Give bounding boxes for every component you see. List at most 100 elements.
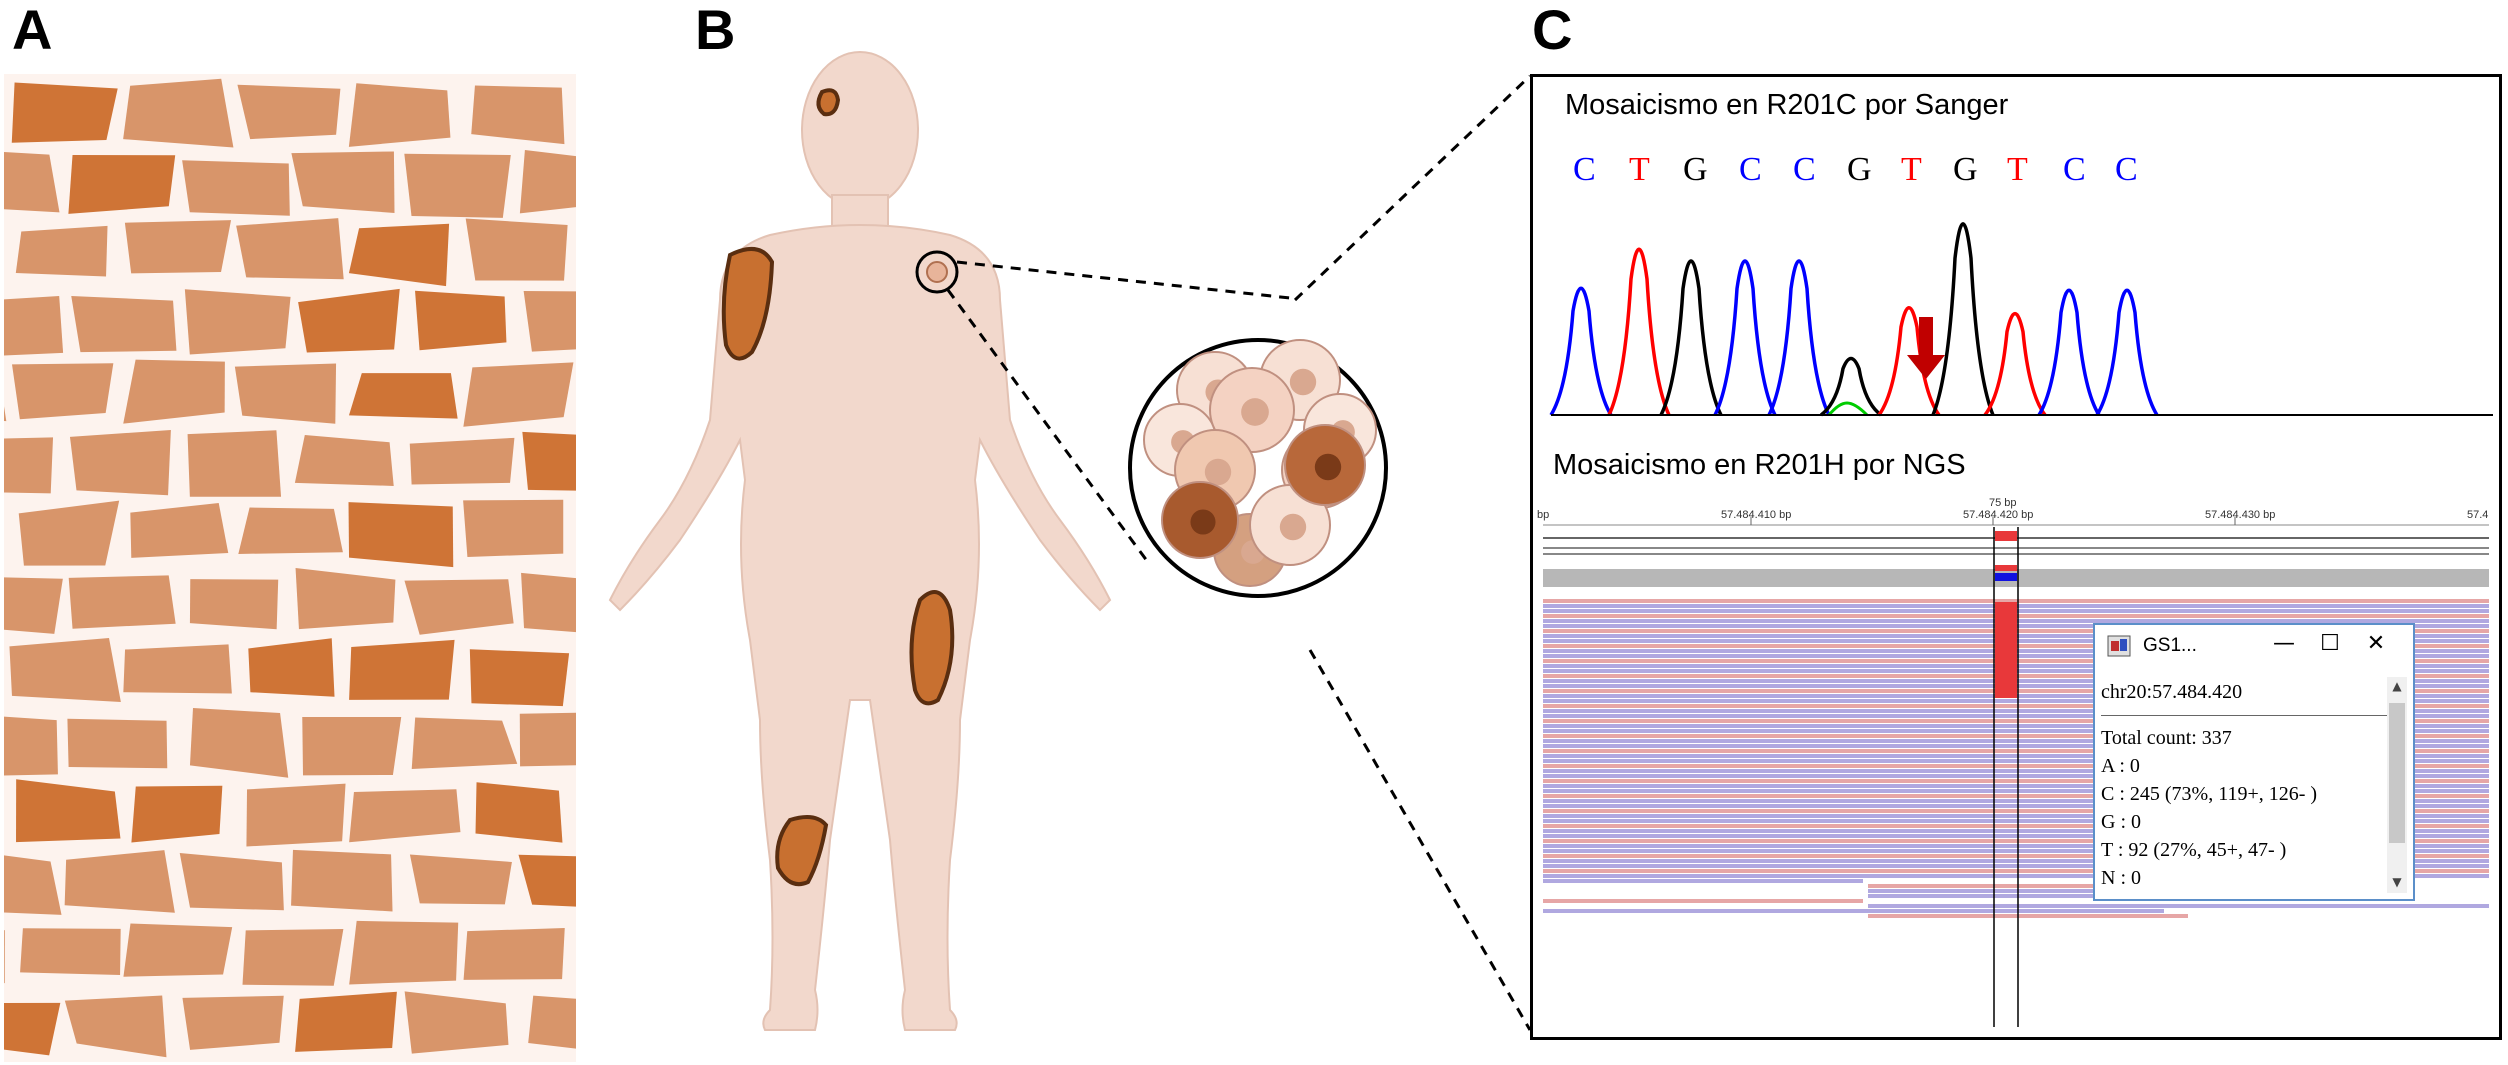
popup-count-a: A : 0: [2101, 755, 2140, 777]
mosaic-tile: [463, 362, 574, 427]
mosaic-tile: [348, 373, 458, 419]
popup-scrollbar[interactable]: ▲ ▼: [2387, 677, 2407, 893]
mosaic-tile: [4, 152, 60, 213]
ruler-label-1: 57.484.410 bp: [1721, 509, 1792, 521]
mosaic-tile: [238, 507, 343, 554]
mosaic-tile: [409, 854, 512, 905]
ruler-label-3: 57.484.430 bp: [2205, 509, 2276, 521]
chromatogram-peak: [1767, 259, 1831, 416]
aligned-read: [1868, 894, 2188, 898]
mosaic-tile: [349, 920, 459, 985]
aligned-read: [1543, 849, 2489, 853]
aligned-read: [1543, 794, 2489, 798]
mosaic-tile: [184, 289, 291, 355]
cell-cluster-magnifier: [1128, 338, 1388, 598]
mosaic-tile: [4, 855, 62, 915]
mosaic-tile: [71, 295, 177, 353]
panel-label-c: C: [1532, 0, 1573, 61]
popup-count-c: C : 245 (73%, 119+, 126- ): [2101, 783, 2318, 805]
mosaic-tile: [15, 225, 108, 277]
mosaic-tile: [130, 502, 229, 558]
aligned-read: [1543, 774, 2489, 778]
mosaic-tile: [348, 223, 450, 287]
aligned-read: [1543, 844, 2489, 848]
mosaic-tile: [518, 854, 576, 907]
aligned-read: [1543, 824, 2489, 828]
base-call: C: [2115, 151, 2138, 188]
maximize-button[interactable]: ☐: [2320, 631, 2340, 656]
ngs-title: Mosaicismo en R201H por NGS: [1553, 449, 1966, 481]
chromatogram-peak: [1549, 286, 1613, 416]
mosaic-tile: [179, 852, 284, 911]
secondary-peak: [1827, 401, 1869, 417]
mosaic-tile: [123, 78, 234, 148]
aligned-read: [1543, 704, 2489, 708]
mosaic-tile: [187, 430, 282, 497]
cell-nucleus: [1241, 398, 1269, 426]
scroll-down-arrow-icon[interactable]: ▼: [2392, 875, 2402, 889]
mosaic-tile: [411, 717, 518, 770]
mosaic-tile: [409, 437, 515, 485]
popup-titlebar[interactable]: GS1... — ☐ ✕: [2095, 625, 2413, 669]
mosaic-tile: [523, 290, 576, 352]
scroll-up-arrow-icon[interactable]: ▲: [2392, 679, 2402, 693]
mosaic-tiles: [4, 78, 576, 1058]
popup-count-n: N : 0: [2101, 867, 2141, 889]
aligned-read: [1543, 749, 2489, 753]
mosaic-tile: [236, 218, 344, 280]
aligned-read: [1543, 729, 2489, 733]
aligned-read: [1543, 799, 2489, 803]
popup-title: GS1...: [2143, 635, 2197, 656]
mosaic-tile: [348, 502, 454, 568]
mosaic-tile: [521, 572, 576, 633]
aligned-read: [1543, 724, 2489, 728]
aligned-read: [1543, 819, 2489, 823]
aligned-read: [1868, 904, 2489, 908]
mosaic-tile: [64, 850, 175, 913]
aligned-read: [1543, 899, 1863, 903]
mosaic-tile: [189, 579, 279, 630]
ruler-label-4: 57.4: [2467, 509, 2489, 521]
aligned-read: [1543, 769, 2489, 773]
close-button[interactable]: ✕: [2366, 631, 2386, 656]
human-body-figure: [608, 51, 1112, 1031]
aligned-read: [1543, 874, 2489, 878]
popup-count-g: G : 0: [2101, 811, 2141, 833]
aligned-read: [1543, 909, 2164, 913]
chromatogram-peak: [2037, 288, 2101, 416]
chromatogram-peak: [1877, 306, 1941, 417]
mosaic-tile: [519, 150, 576, 214]
aligned-read: [1543, 834, 2489, 838]
base-count-popup[interactable]: GS1... — ☐ ✕ chr20:57.484.420 Total coun…: [2093, 623, 2415, 901]
zoom-line-to-panel-c-top: [1293, 74, 1532, 302]
base-call: G: [1847, 151, 1872, 188]
mosaic-tile: [291, 849, 393, 912]
aligned-read: [1543, 854, 2489, 858]
aligned-read: [1543, 759, 2489, 763]
mosaic-tile: [4, 716, 58, 776]
aligned-read: [1543, 804, 2489, 808]
mosaic-tile: [463, 927, 565, 980]
cell-nucleus: [1204, 458, 1232, 486]
mosaic-tile: [246, 783, 346, 847]
mosaic-tile: [69, 429, 171, 496]
mosaic-tile: [404, 579, 514, 635]
aligned-read: [1543, 699, 2489, 703]
mosaic-tile: [124, 220, 232, 274]
zoom-line-bottom: [946, 289, 1152, 566]
aligned-read: [1543, 814, 2489, 818]
minimize-button[interactable]: —: [2273, 631, 2295, 656]
mosaic-tile-pattern: [4, 74, 576, 1062]
mosaic-tile: [465, 218, 568, 281]
aligned-read: [1868, 914, 2188, 918]
mosaic-tile: [528, 995, 576, 1049]
base-call: G: [1683, 151, 1708, 188]
mosaic-tile: [67, 718, 168, 769]
mosaic-tile: [123, 923, 233, 977]
chromatogram-peak: [2095, 288, 2159, 416]
scroll-thumb[interactable]: [2389, 703, 2405, 843]
aligned-read: [1543, 714, 2489, 718]
ruler-bp-left: bp: [1537, 509, 1550, 521]
mosaic-tile: [348, 83, 451, 147]
